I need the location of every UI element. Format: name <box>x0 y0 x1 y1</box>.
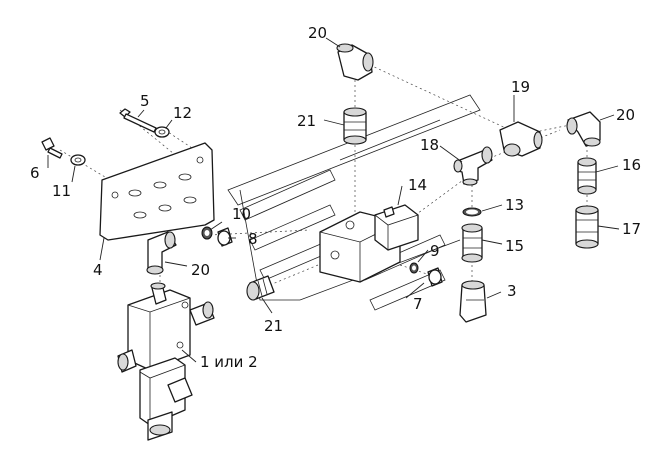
callout-13: 13 <box>505 196 524 214</box>
manifold-block <box>319 204 419 283</box>
callout-7: 7 <box>413 295 423 313</box>
callout-19: 19 <box>511 78 530 96</box>
fitting-21-left <box>246 275 275 301</box>
callout-20-top: 20 <box>308 24 327 42</box>
callout-15: 15 <box>505 237 524 255</box>
mounting-plate <box>99 142 215 241</box>
callout-labels: 1 или 2 3 4 5 6 7 8 9 10 11 12 13 14 15 … <box>30 24 641 371</box>
callout-18: 18 <box>420 136 439 154</box>
fitting-16 <box>577 157 597 195</box>
washer <box>154 126 170 138</box>
callout-5: 5 <box>140 92 150 110</box>
callout-20-right: 20 <box>616 106 635 124</box>
callout-6: 6 <box>30 164 40 182</box>
callout-17: 17 <box>622 220 641 238</box>
elbow-fitting-right <box>566 111 601 147</box>
leader-lines <box>47 37 620 363</box>
callout-21-top: 21 <box>297 112 316 130</box>
callout-9: 9 <box>430 242 440 260</box>
fitting-21-top <box>343 107 367 145</box>
callout-20-left: 20 <box>191 261 210 279</box>
valve-body <box>117 282 215 441</box>
callout-14: 14 <box>408 176 427 194</box>
callout-11: 11 <box>52 182 71 200</box>
coupling-17 <box>575 205 599 249</box>
elbow-fitting-top <box>336 43 374 81</box>
callout-16: 16 <box>622 156 641 174</box>
fitting-3 <box>459 280 487 323</box>
callout-1-or-2: 1 или 2 <box>200 353 258 371</box>
small-washer <box>70 154 86 166</box>
plug-7 <box>427 267 443 287</box>
o-ring-10 <box>201 226 213 240</box>
tee-fitting <box>453 146 493 186</box>
background-watermark <box>227 94 481 311</box>
callout-21-bottom: 21 <box>264 317 283 335</box>
o-ring-9 <box>409 262 419 274</box>
elbow-fitting-left <box>146 231 177 275</box>
callout-10: 10 <box>232 205 251 223</box>
small-bolt <box>41 137 63 159</box>
callout-8: 8 <box>248 230 258 248</box>
callout-4: 4 <box>93 261 103 279</box>
tee-fitting-upper <box>499 121 543 157</box>
callout-12: 12 <box>173 104 192 122</box>
bolt <box>119 108 157 133</box>
plug-8 <box>217 227 233 247</box>
callout-3: 3 <box>507 282 517 300</box>
fitting-15 <box>461 223 483 263</box>
o-ring-13 <box>462 207 482 217</box>
